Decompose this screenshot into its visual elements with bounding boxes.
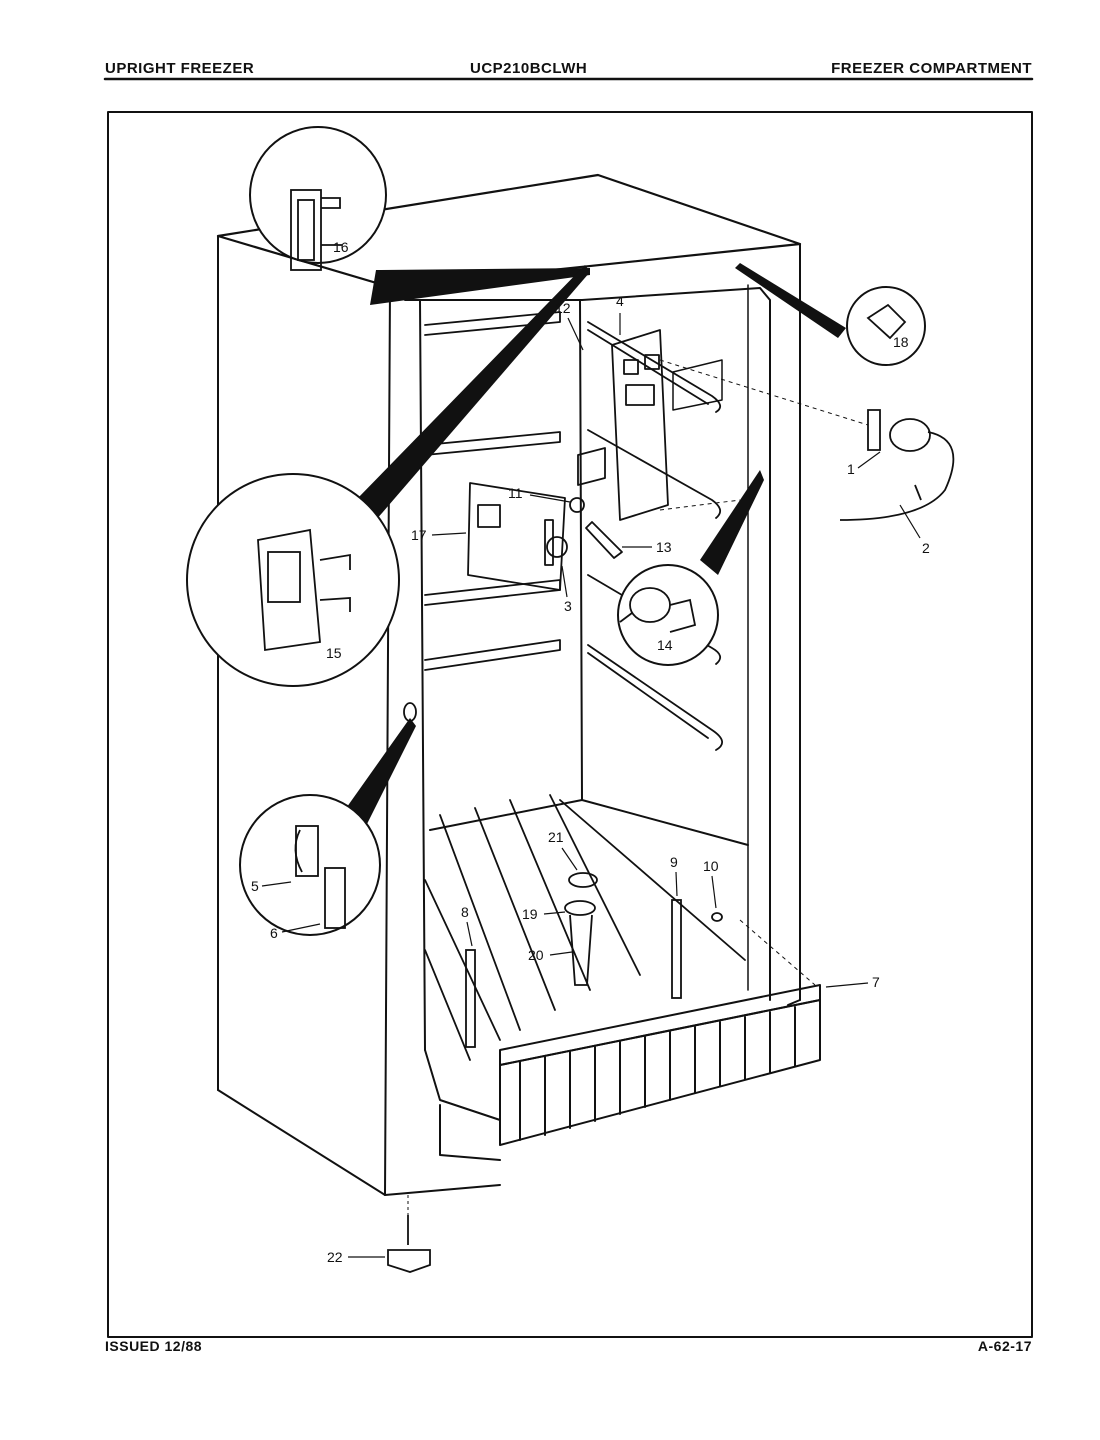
hinge-6-icon: [324, 867, 346, 929]
switch-16-icon: [290, 189, 322, 271]
callout-21: 21: [548, 829, 564, 845]
callout-12: 12: [555, 300, 571, 316]
left-shelf-rails: [424, 311, 561, 671]
callout-5: 5: [251, 878, 259, 894]
strip-8: [465, 949, 476, 1048]
header-product: UPRIGHT FREEZER: [105, 60, 255, 77]
callout-17: 17: [411, 527, 427, 543]
drain-assembly: [564, 872, 598, 986]
callout-2: 2: [922, 540, 930, 556]
basket-front: [499, 984, 821, 1146]
callout-10: 10: [703, 858, 719, 874]
header-section: FREEZER COMPARTMENT: [831, 60, 1032, 77]
leveling-leg-22: [387, 1215, 431, 1273]
callout-6: 6: [270, 925, 278, 941]
light-shield: [672, 359, 723, 411]
inner-liner: [404, 284, 771, 1161]
issue-date: ISSUED 12/88: [105, 1338, 203, 1354]
callout-16: 16: [333, 239, 349, 255]
callout-22: 22: [327, 1249, 343, 1265]
callout-20: 20: [528, 947, 544, 963]
callout-19: 19: [522, 906, 538, 922]
callout-13: 13: [656, 539, 672, 555]
switch-15-icon: [257, 528, 321, 652]
cabinet-outline: [216, 173, 802, 1196]
thermostat-leader: [659, 359, 869, 426]
header-model-number: UCP210BCLWH: [470, 60, 588, 77]
callout-9: 9: [670, 854, 678, 870]
callout-11: 11: [508, 485, 523, 501]
thermostat-assembly: [839, 409, 955, 521]
callout-14: 14: [657, 637, 673, 653]
detail-circle-14: [617, 564, 719, 666]
strip-9: [671, 899, 682, 999]
hinge-cutout: [403, 702, 417, 722]
control-panel: [467, 329, 669, 591]
callout-15: 15: [326, 645, 342, 661]
detail-circle-5-6: [239, 794, 381, 936]
callout-7: 7: [872, 974, 880, 990]
detail-circle-18: [846, 286, 926, 366]
page-code: A-62-17: [977, 1338, 1032, 1354]
callout-labels: 1 2 3 4 5 6 7 8 9 10 11 12 13 14 15 16 1…: [251, 239, 930, 1265]
callout-3: 3: [564, 598, 572, 614]
right-shelf-rails: [587, 321, 723, 751]
callout-1: 1: [847, 461, 855, 477]
bottom-shelf-wires: [424, 794, 746, 1061]
callout-8: 8: [461, 904, 469, 920]
plug-18-icon: [866, 303, 907, 340]
detail-circle-16: [249, 126, 387, 264]
callout-18: 18: [893, 334, 909, 350]
diagram-frame: [107, 111, 1033, 1338]
callout-4: 4: [616, 293, 624, 309]
detail-circle-15: [186, 473, 400, 687]
grommet-10: [711, 912, 723, 922]
